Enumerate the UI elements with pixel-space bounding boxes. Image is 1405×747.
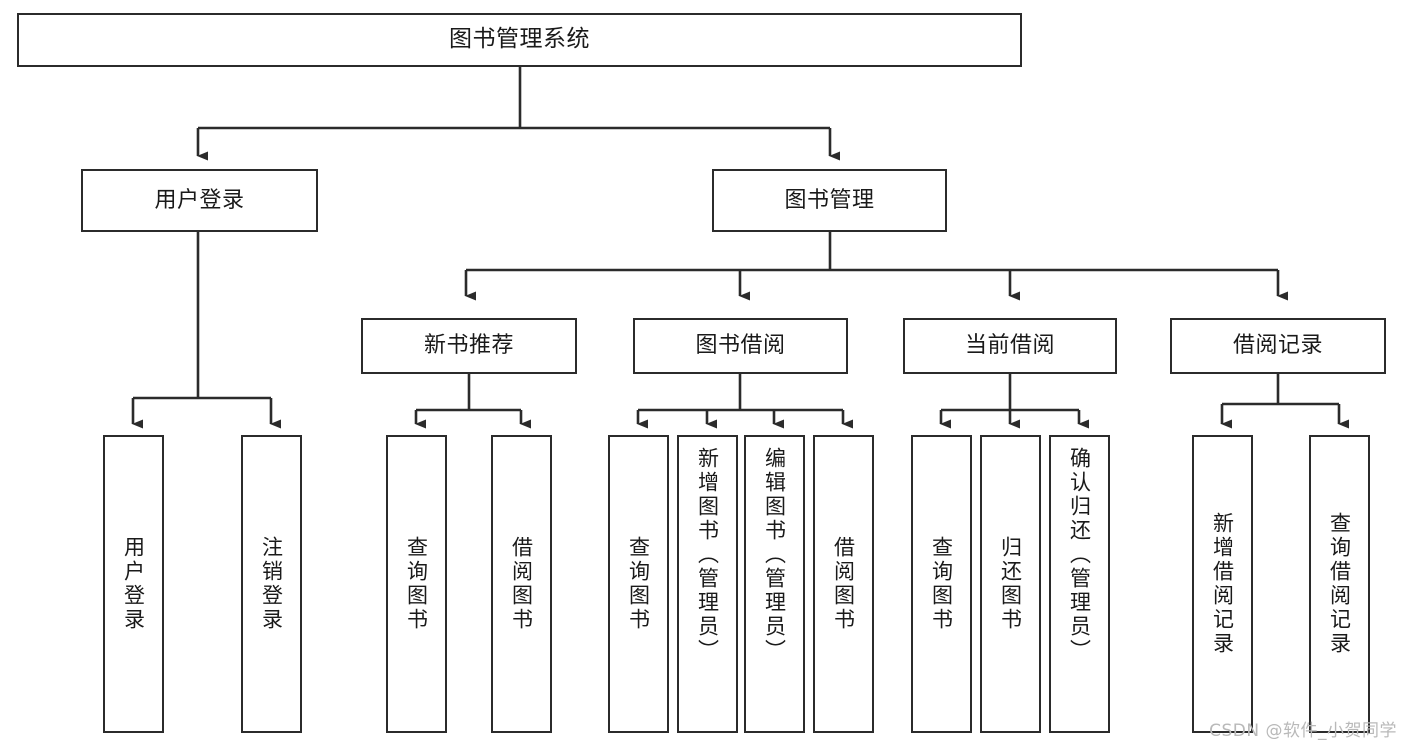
node-label: 图书管理 <box>784 187 875 213</box>
leaf-query-borrow-record[interactable]: 查询借阅记录 <box>1309 435 1370 733</box>
node-label: 新书推荐 <box>423 333 514 359</box>
node-label: 借阅图书 <box>509 536 534 632</box>
watermark: CSDN @软件_小贺同学 <box>1209 721 1397 741</box>
node-borrow-record[interactable]: 借阅记录 <box>1170 318 1386 374</box>
leaf-confirm-return-admin[interactable]: 确认归还（管理员） <box>1049 435 1110 733</box>
node-root-system[interactable]: 图书管理系统 <box>17 13 1022 67</box>
node-label: 新增借阅记录 <box>1210 512 1235 656</box>
leaf-query-book-current[interactable]: 查询图书 <box>911 435 972 733</box>
node-label: 当前借阅 <box>964 333 1055 359</box>
leaf-query-book-borrow[interactable]: 查询图书 <box>608 435 669 733</box>
leaf-add-book-admin[interactable]: 新增图书（管理员） <box>677 435 738 733</box>
leaf-query-book-recommend[interactable]: 查询图书 <box>386 435 447 733</box>
node-label: 新增图书（管理员） <box>695 447 720 663</box>
node-label: 图书借阅 <box>695 333 786 359</box>
node-label: 查询图书 <box>404 536 429 632</box>
node-label: 借阅记录 <box>1232 333 1323 359</box>
node-label: 归还图书 <box>998 536 1023 632</box>
node-label: 用户登录 <box>121 536 146 632</box>
node-label: 查询图书 <box>626 536 651 632</box>
node-label: 确认归还（管理员） <box>1067 447 1092 663</box>
node-label: 查询借阅记录 <box>1327 512 1352 656</box>
node-label: 图书管理系统 <box>449 26 590 53</box>
node-label: 注销登录 <box>259 536 284 632</box>
node-current-borrow[interactable]: 当前借阅 <box>903 318 1117 374</box>
leaf-add-borrow-record[interactable]: 新增借阅记录 <box>1192 435 1253 733</box>
node-label: 借阅图书 <box>831 536 856 632</box>
leaf-borrow-book-recommend[interactable]: 借阅图书 <box>491 435 552 733</box>
node-book-borrow[interactable]: 图书借阅 <box>633 318 848 374</box>
node-new-book-recommend[interactable]: 新书推荐 <box>361 318 577 374</box>
leaf-edit-book-admin[interactable]: 编辑图书（管理员） <box>744 435 805 733</box>
node-label: 查询图书 <box>929 536 954 632</box>
leaf-return-book[interactable]: 归还图书 <box>980 435 1041 733</box>
node-user-login[interactable]: 用户登录 <box>81 169 318 232</box>
leaf-borrow-book[interactable]: 借阅图书 <box>813 435 874 733</box>
node-label: 编辑图书（管理员） <box>762 447 787 663</box>
node-label: 用户登录 <box>154 187 245 213</box>
leaf-user-login[interactable]: 用户登录 <box>103 435 164 733</box>
leaf-logout[interactable]: 注销登录 <box>241 435 302 733</box>
node-book-management[interactable]: 图书管理 <box>712 169 947 232</box>
